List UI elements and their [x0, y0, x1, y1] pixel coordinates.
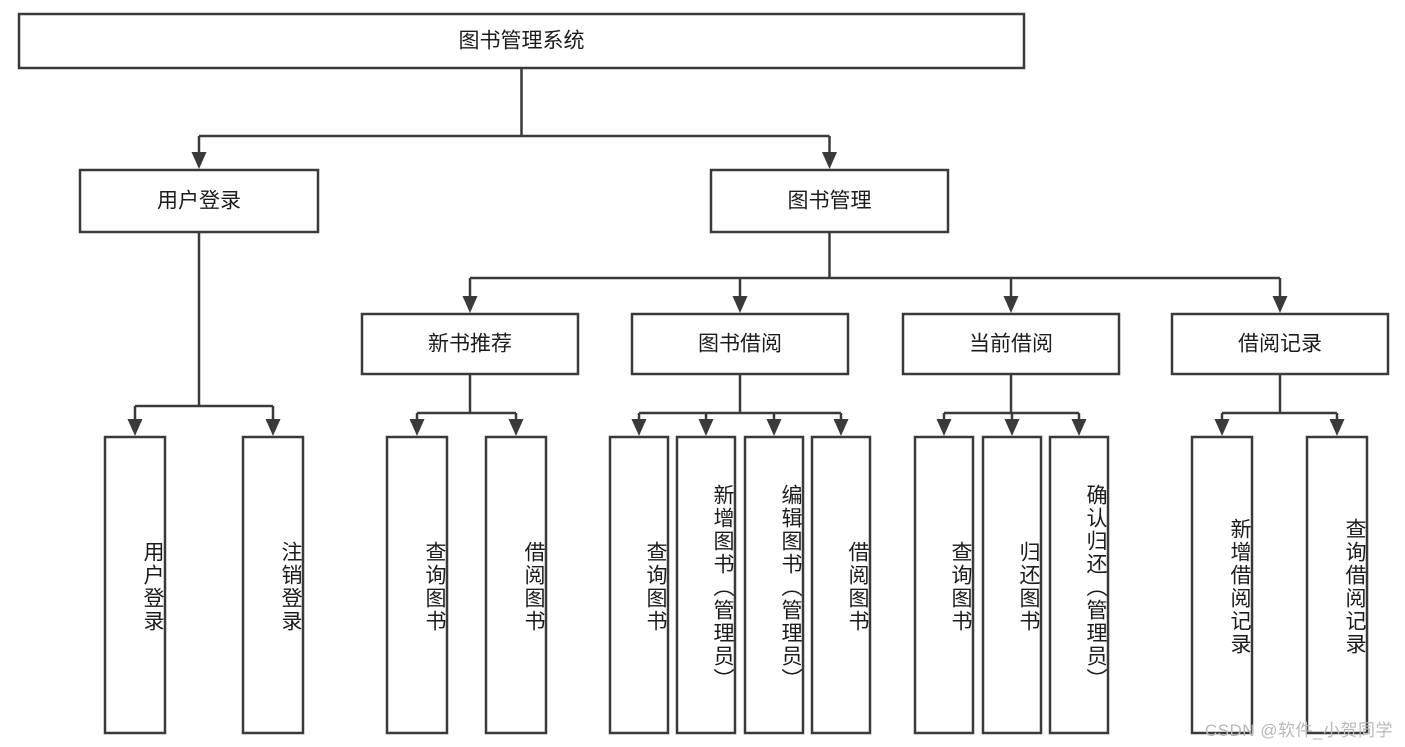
- watermark-text: CSDN @软件_小贺同学: [1204, 721, 1393, 740]
- node-box-rect: [385, 435, 449, 735]
- node-level2-box-0[interactable]: [78, 168, 320, 234]
- node-box-rect: [981, 435, 1043, 735]
- arrow-head-icon: [191, 152, 207, 169]
- node-root-box[interactable]: [17, 12, 1026, 70]
- node-leaf-box-6[interactable]: [743, 435, 805, 735]
- arrow-head-icon: [822, 152, 837, 169]
- node-box-rect: [103, 435, 167, 735]
- node-leaf-box-2[interactable]: [385, 435, 449, 735]
- arrow-head-icon: [1004, 419, 1020, 436]
- node-level3-label-2: 当前借阅: [969, 333, 1053, 356]
- node-box-rect: [484, 435, 548, 735]
- arrow-head-icon: [508, 419, 524, 436]
- node-level3-box-1[interactable]: [630, 312, 850, 376]
- node-root-label: 图书管理系统: [459, 30, 585, 53]
- node-box-rect: [810, 435, 872, 735]
- node-level3-box-3[interactable]: [1170, 312, 1390, 376]
- node-level3-label-0: 新书推荐: [428, 333, 512, 356]
- arrow-head-icon: [936, 419, 952, 436]
- node-leaf-box-4[interactable]: [608, 435, 670, 735]
- node-box-rect: [1170, 312, 1390, 376]
- arrow-head-icon: [127, 419, 143, 436]
- node-box-rect: [608, 435, 670, 735]
- node-level3-box-2[interactable]: [901, 312, 1121, 376]
- node-leaf-box-9[interactable]: [981, 435, 1043, 735]
- node-level3-label-3: 借阅记录: [1238, 333, 1322, 356]
- node-level2-label-1: 图书管理: [788, 190, 872, 213]
- node-leaf-box-8[interactable]: [913, 435, 975, 735]
- node-box-rect: [78, 168, 320, 234]
- arrow-head-icon: [1272, 296, 1288, 313]
- arrow-head-icon: [409, 419, 425, 436]
- node-level3-label-1: 图书借阅: [698, 333, 782, 356]
- node-level2-box-1[interactable]: [709, 168, 950, 234]
- node-box-rect: [630, 312, 850, 376]
- node-leaf-box-12[interactable]: [1305, 435, 1369, 735]
- node-leaf-box-11[interactable]: [1190, 435, 1254, 735]
- arrow-head-icon: [1329, 419, 1345, 436]
- arrow-head-icon: [698, 419, 714, 436]
- node-box-rect: [360, 312, 580, 376]
- node-box-rect: [675, 435, 737, 735]
- node-level2-label-0: 用户登录: [157, 190, 241, 213]
- node-box-rect: [1190, 435, 1254, 735]
- arrow-head-icon: [462, 296, 478, 313]
- arrow-head-icon: [732, 296, 748, 313]
- node-level3-box-0[interactable]: [360, 312, 580, 376]
- arrow-head-icon: [766, 419, 782, 436]
- node-leaf-box-1[interactable]: [241, 435, 305, 735]
- arrow-head-icon: [265, 419, 281, 436]
- node-box-rect: [241, 435, 305, 735]
- node-box-rect: [913, 435, 975, 735]
- arrow-head-icon: [1003, 296, 1019, 313]
- node-box-rect: [1305, 435, 1369, 735]
- node-box-rect: [743, 435, 805, 735]
- node-leaf-box-3[interactable]: [484, 435, 548, 735]
- arrow-head-icon: [631, 419, 647, 436]
- node-box-rect: [17, 12, 1026, 70]
- arrow-head-icon: [833, 419, 849, 436]
- arrow-head-icon: [1214, 419, 1230, 436]
- node-leaf-box-0[interactable]: [103, 435, 167, 735]
- node-box-rect: [1048, 435, 1110, 735]
- node-leaf-box-5[interactable]: [675, 435, 737, 735]
- node-leaf-box-10[interactable]: [1048, 435, 1110, 735]
- node-box-layer: [17, 12, 1390, 735]
- node-leaf-box-7[interactable]: [810, 435, 872, 735]
- node-box-rect: [709, 168, 950, 234]
- node-box-rect: [901, 312, 1121, 376]
- connector-layer: [127, 68, 1345, 436]
- arrow-head-icon: [1071, 419, 1087, 436]
